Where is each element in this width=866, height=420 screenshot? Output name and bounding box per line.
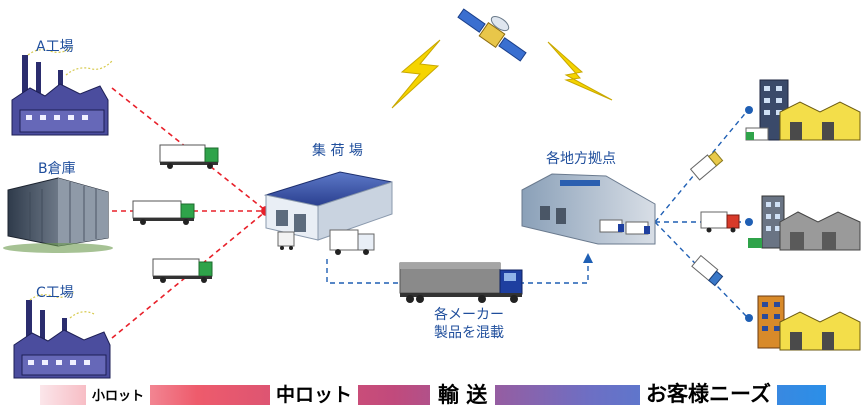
customer-site-2-icon xyxy=(748,195,861,251)
factory-c-icon xyxy=(13,291,111,379)
customer-needs-label: お客様ニーズ xyxy=(640,378,777,408)
factory-a-icon xyxy=(11,46,113,136)
mixed-load-line2: 製品を混載 xyxy=(434,325,504,341)
delivery-truck-1-icon xyxy=(689,150,724,181)
factory-a-label: A工場 xyxy=(36,39,74,55)
warehouse-b-label: B倉庫 xyxy=(38,161,76,177)
warehouse-b-icon xyxy=(3,177,113,253)
mid-lot-label: 中ロット xyxy=(270,380,359,407)
transport-label: 輸 送 xyxy=(430,379,496,409)
trailer-truck-icon xyxy=(399,262,523,303)
up-arrow-icon xyxy=(583,253,593,263)
mixed-load-label: 各メーカー 製品を混載 xyxy=(404,306,534,342)
delivery-truck-2-icon xyxy=(700,211,740,233)
truck-3-icon xyxy=(152,258,213,283)
customer-site-3-icon xyxy=(757,295,861,351)
satellite-icon xyxy=(457,8,527,62)
factory-c-label: C工場 xyxy=(36,285,74,301)
delivery-truck-3-icon xyxy=(691,254,724,287)
lightning-right-icon xyxy=(547,41,613,101)
small-lot-label: 小ロット xyxy=(86,384,151,405)
mixed-load-line1: 各メーカー xyxy=(434,307,504,323)
truck-1-icon xyxy=(159,144,219,169)
truck-2-icon xyxy=(132,200,195,225)
regional-hub-icon xyxy=(521,173,656,245)
regional-hub-label: 各地方拠点 xyxy=(546,151,616,167)
collection-center-icon xyxy=(264,171,393,255)
lightning-left-icon xyxy=(391,39,441,109)
customer-dot-3 xyxy=(745,314,753,322)
customer-dot-1 xyxy=(745,106,753,114)
collection-center-label: 集 荷 場 xyxy=(312,143,363,159)
customer-site-1-icon xyxy=(745,79,861,141)
customer-dot-2 xyxy=(745,218,753,226)
